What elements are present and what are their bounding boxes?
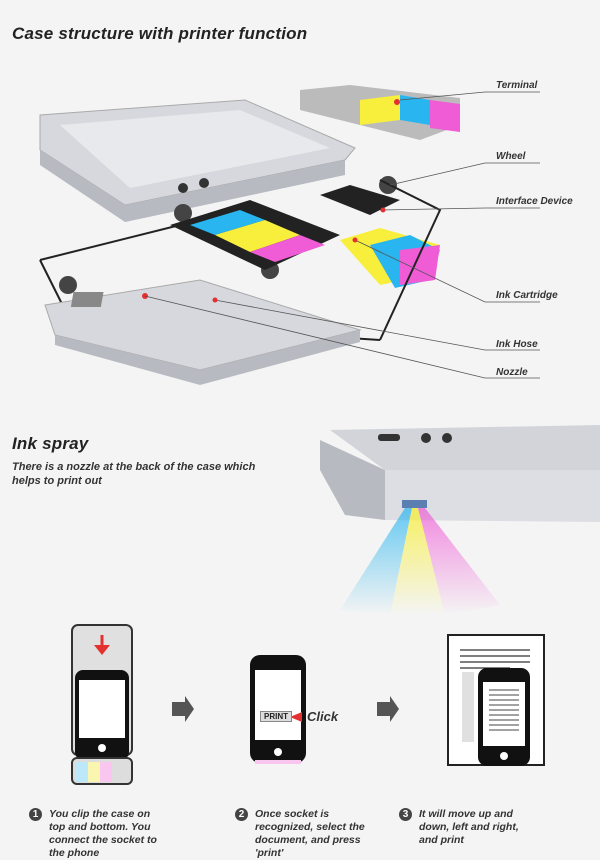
ink-spray-description: There is a nozzle at the back of the cas… <box>12 461 256 487</box>
label-ink-cartridge: Ink Cartridge <box>496 290 558 301</box>
step-number-2: 2 <box>235 808 248 821</box>
label-interface-device: Interface Device <box>496 196 573 207</box>
label-nozzle: Nozzle <box>496 367 528 378</box>
exploded-case-illustration <box>39 85 540 385</box>
print-button[interactable]: PRINT <box>260 711 292 722</box>
click-label: Click <box>307 709 339 724</box>
section-title-ink-spray: Ink spray <box>12 434 89 453</box>
section-title-case-structure: Case structure with printer function <box>12 24 308 43</box>
label-wheel: Wheel <box>496 151 526 162</box>
step-3-text: It will move up and down, left and right… <box>419 808 519 846</box>
step-2-text: Once socket is recognized, select the do… <box>255 808 365 859</box>
step-number-3: 3 <box>399 808 412 821</box>
step-1-text: You clip the case on top and bottom. You… <box>49 808 157 859</box>
label-ink-hose: Ink Hose <box>496 339 538 350</box>
step-number-1: 1 <box>29 808 42 821</box>
label-terminal: Terminal <box>496 80 538 91</box>
